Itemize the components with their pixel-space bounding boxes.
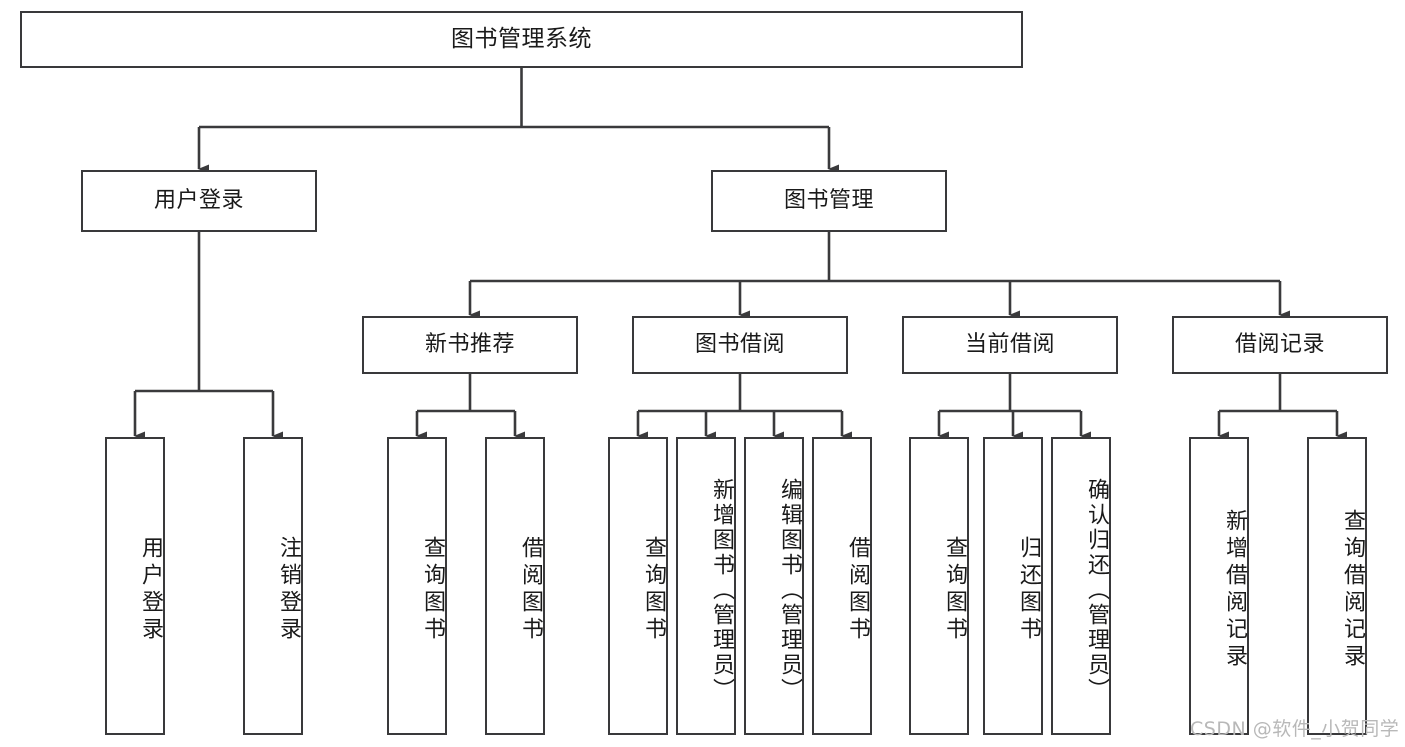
node-root[interactable]: 图书管理系统 [20,11,1023,68]
node-leaf-edit-book[interactable]: 编辑图书（管理员） [744,437,804,735]
connector-group [133,68,1347,441]
node-leaf-query-book-c[interactable]: 查询图书 [909,437,969,735]
node-leaf-user-login[interactable]: 用户登录 [105,437,165,735]
node-leaf-query-book-a[interactable]: 查询图书 [387,437,447,735]
node-leaf-query-record[interactable]: 查询借阅记录 [1307,437,1367,735]
node-leaf-add-record[interactable]: 新增借阅记录 [1189,437,1249,735]
node-new-book-recommend[interactable]: 新书推荐 [362,316,578,374]
node-leaf-borrow-book-b[interactable]: 借阅图书 [812,437,872,735]
csdn-watermark: CSDN @软件_小贺同学 [1190,718,1400,740]
node-book-management[interactable]: 图书管理 [711,170,947,232]
node-user-login[interactable]: 用户登录 [81,170,317,232]
node-leaf-return-book[interactable]: 归还图书 [983,437,1043,735]
node-book-borrow[interactable]: 图书借阅 [632,316,848,374]
node-borrow-record[interactable]: 借阅记录 [1172,316,1388,374]
node-current-borrow[interactable]: 当前借阅 [902,316,1118,374]
node-leaf-confirm-return[interactable]: 确认归还（管理员） [1051,437,1111,735]
node-leaf-borrow-book-a[interactable]: 借阅图书 [485,437,545,735]
node-leaf-query-book-b[interactable]: 查询图书 [608,437,668,735]
node-leaf-add-book[interactable]: 新增图书（管理员） [676,437,736,735]
node-leaf-user-logout[interactable]: 注销登录 [243,437,303,735]
